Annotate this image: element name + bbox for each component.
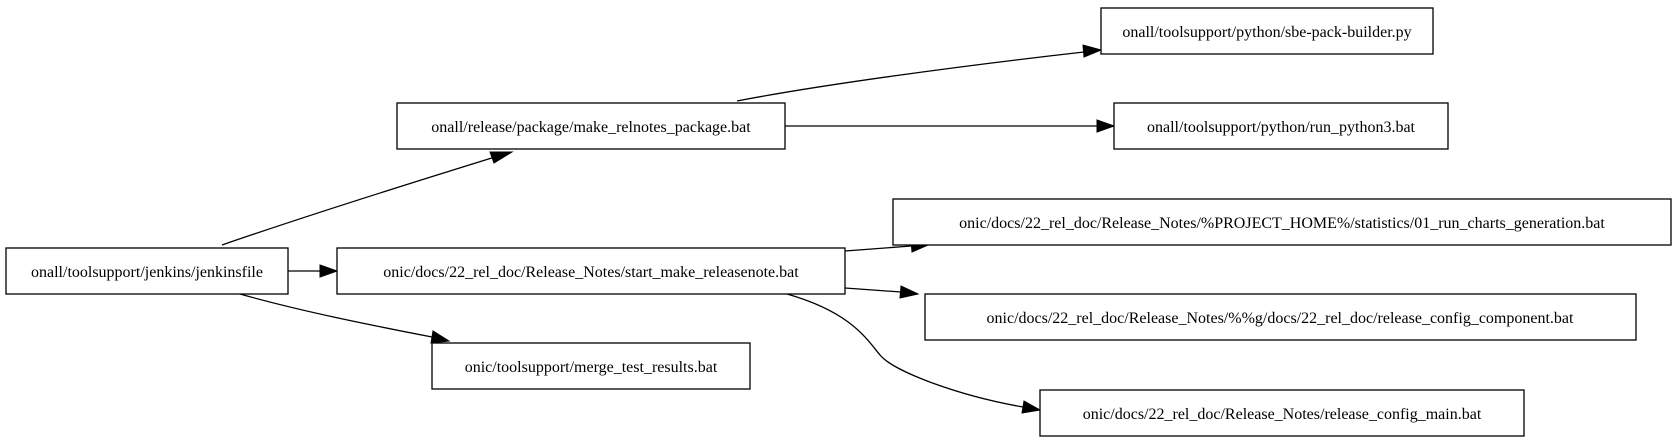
edge-start-make-config-component bbox=[844, 285, 920, 299]
edge-jenkinsfile-merge-test bbox=[239, 293, 451, 344]
node-sbe-pack[interactable]: onall/toolsupport/python/sbe-pack-builde… bbox=[1100, 7, 1434, 55]
node-label: onall/toolsupport/python/run_python3.bat bbox=[1147, 119, 1416, 136]
node-make-relnotes[interactable]: onall/release/package/make_relnotes_pack… bbox=[396, 102, 786, 150]
edge-jenkinsfile-start-make bbox=[288, 264, 339, 278]
node-start-make[interactable]: onic/docs/22_rel_doc/Release_Notes/start… bbox=[336, 247, 846, 295]
edges bbox=[221, 44, 1116, 414]
edge-make-relnotes-sbe-pack bbox=[736, 44, 1103, 102]
node-label: onic/docs/22_rel_doc/Release_Notes/start… bbox=[383, 264, 799, 281]
node-label: onic/docs/22_rel_doc/Release_Notes/relea… bbox=[1083, 406, 1482, 423]
node-jenkinsfile[interactable]: onall/toolsupport/jenkins/jenkinsfile bbox=[5, 247, 289, 295]
node-config-main[interactable]: onic/docs/22_rel_doc/Release_Notes/relea… bbox=[1039, 389, 1525, 437]
node-label: onall/release/package/make_relnotes_pack… bbox=[431, 119, 751, 136]
edge-jenkinsfile-make-relnotes bbox=[221, 151, 514, 246]
node-label: onic/toolsupport/merge_test_results.bat bbox=[465, 359, 718, 376]
edge-make-relnotes-run-python3 bbox=[785, 119, 1116, 133]
node-label: onall/toolsupport/python/sbe-pack-builde… bbox=[1122, 24, 1411, 41]
node-config-component[interactable]: onic/docs/22_rel_doc/Release_Notes/%%g/d… bbox=[924, 293, 1637, 341]
node-label: onic/docs/22_rel_doc/Release_Notes/%%g/d… bbox=[987, 310, 1574, 327]
nodes: onall/toolsupport/jenkins/jenkinsfile on… bbox=[5, 7, 1672, 437]
node-charts-gen[interactable]: onic/docs/22_rel_doc/Release_Notes/%PROJ… bbox=[892, 198, 1672, 246]
node-label: onall/toolsupport/jenkins/jenkinsfile bbox=[31, 264, 263, 281]
edge-start-make-config-main bbox=[786, 293, 1042, 414]
node-merge-test[interactable]: onic/toolsupport/merge_test_results.bat bbox=[431, 342, 751, 390]
node-run-python3[interactable]: onall/toolsupport/python/run_python3.bat bbox=[1113, 102, 1449, 150]
node-label: onic/docs/22_rel_doc/Release_Notes/%PROJ… bbox=[959, 215, 1605, 232]
